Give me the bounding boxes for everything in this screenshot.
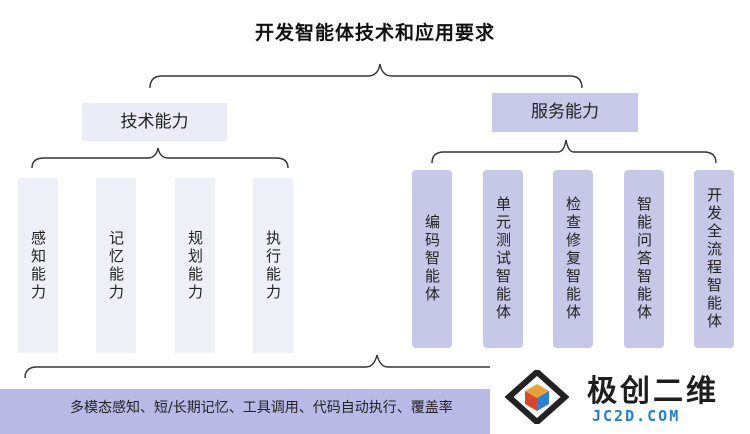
watermark-name: 极创二维 <box>587 374 719 409</box>
tech-box-label: 执行能力 <box>264 229 282 302</box>
watermark-url: JC2D.COM <box>592 407 681 425</box>
tech-box-execution: 执行能力 <box>253 178 293 353</box>
service-box-label: 单元测试智能体 <box>494 196 512 322</box>
service-box-check-fix: 检查修复智能体 <box>553 170 593 348</box>
diagram-title: 开发智能体技术和应用要求 <box>254 22 495 44</box>
technical-capability-label: 技术能力 <box>82 103 227 141</box>
service-box-unit-test: 单元测试智能体 <box>483 170 523 348</box>
tech-box-memory: 记忆能力 <box>96 178 136 353</box>
foundation-text: 多模态感知、短/长期记忆、工具调用、代码自动执行、覆盖率 <box>70 400 453 416</box>
service-box-label: 开发全流程智能体 <box>705 187 723 331</box>
tech-box-label: 规划能力 <box>186 229 204 302</box>
service-box-label: 智能问答智能体 <box>635 196 653 322</box>
tech-box-perception: 感知能力 <box>18 178 58 353</box>
service-box-full-flow: 开发全流程智能体 <box>694 170 734 348</box>
tech-brace <box>31 147 289 169</box>
tech-box-label: 感知能力 <box>29 229 47 302</box>
service-brace <box>431 139 717 164</box>
top-brace <box>149 63 583 89</box>
tech-box-planning: 规划能力 <box>175 178 215 353</box>
service-box-label: 检查修复智能体 <box>564 196 582 322</box>
service-box-label: 编码智能体 <box>423 214 441 304</box>
cube-logo-icon <box>505 370 569 424</box>
service-box-coding: 编码智能体 <box>412 170 452 348</box>
service-box-qa: 智能问答智能体 <box>624 170 664 348</box>
service-capability-label: 服务能力 <box>492 93 638 132</box>
tech-box-label: 记忆能力 <box>107 229 125 302</box>
